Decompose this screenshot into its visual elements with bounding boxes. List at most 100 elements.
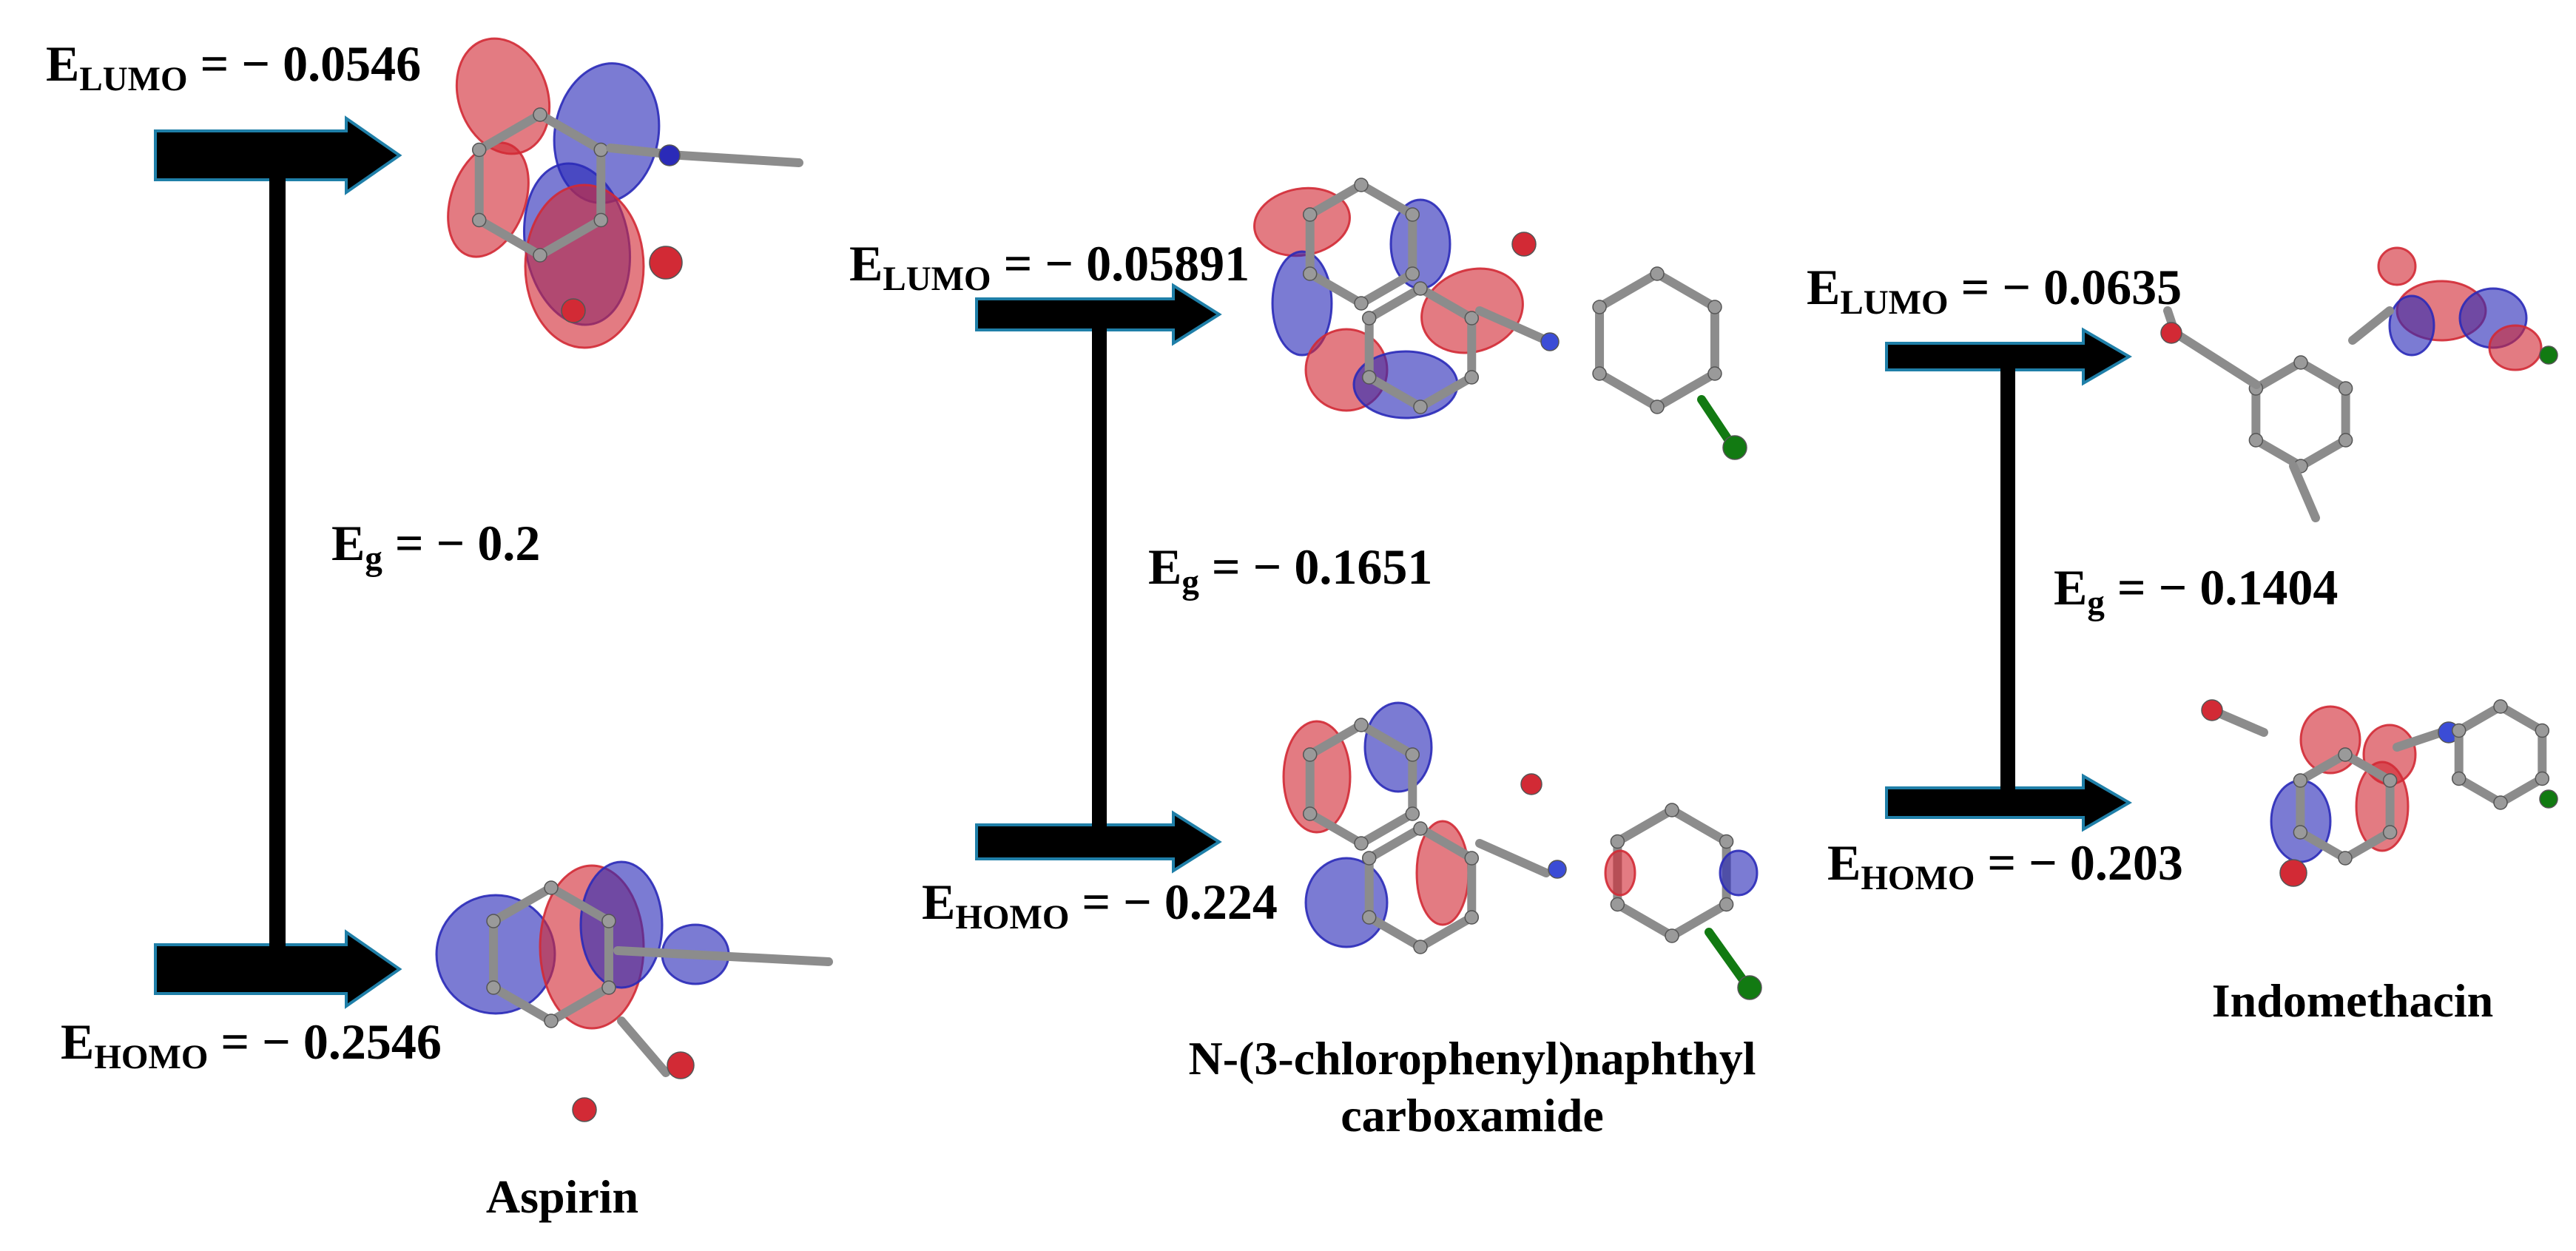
carboxamide-lumo-ring-a-atom	[1405, 207, 1420, 222]
carboxamide-gap-label: Eg = − 0.1651	[1148, 539, 1433, 602]
carboxamide-homo-ring-b-atom	[1413, 940, 1428, 954]
carboxamide-lumo-ring-a-bond	[1305, 181, 1366, 219]
indomethacin-homo-ring-a-atom	[2338, 747, 2353, 762]
carboxamide-homo-ring-c-atom	[1719, 834, 1734, 849]
aspirin-lumo-ring-atom	[533, 248, 547, 263]
carboxamide-lumo-ring-c-atom	[1707, 366, 1722, 381]
indomethacin-homo-ring-a-atom	[2293, 773, 2308, 788]
carboxamide-lumo-ring-a-atom	[1302, 266, 1318, 281]
indomethacin-lumo-ring-a-atom	[2293, 355, 2308, 370]
oxygen-atom	[1520, 773, 1542, 795]
aspirin-homo-label: EHOMO = − 0.2546	[61, 1014, 442, 1077]
amide-bond	[1475, 839, 1551, 877]
aspirin-lumo-ring-bond	[536, 110, 606, 155]
indomethacin-homo-ring-a-atom	[2382, 773, 2398, 788]
chlorine-bond	[1697, 395, 1736, 448]
carboxamide-homo-ring-b-atom	[1464, 851, 1480, 866]
carboxamide-lumo-ring-b-bond	[1364, 284, 1425, 323]
oxygen-atom	[572, 1097, 597, 1122]
carboxamide-lumo-ring-b-atom	[1464, 370, 1480, 385]
carboxamide-lumo-ring-a-atom	[1302, 207, 1318, 222]
substituent-bond	[613, 946, 833, 966]
carboxamide-lumo-ring-a-bond	[1357, 269, 1417, 308]
orbital-lobe-red	[1282, 720, 1352, 834]
indomethacin-lumo-orbital	[2160, 246, 2558, 522]
aspirin-gap-bar	[269, 159, 286, 962]
carboxamide-lumo-ring-c-atom	[1650, 399, 1665, 414]
aspirin-lumo-label: ELUMO = − 0.0546	[46, 36, 422, 99]
carboxamide-lumo-ring-c-atom	[1592, 300, 1607, 314]
aspirin-homo-ring-atom	[486, 914, 501, 928]
indomethacin-gap-bar	[2000, 363, 2015, 798]
aspirin-lumo-ring-atom	[593, 212, 609, 228]
carboxamide-lumo-arrow	[975, 283, 1222, 346]
indomethacin-homo-ring-a-atom	[2338, 851, 2353, 866]
carboxamide-lumo-ring-b-bond	[1416, 373, 1477, 411]
carboxamide-homo-ring-b-atom	[1361, 851, 1377, 866]
carboxamide-homo-ring-a-bond	[1357, 809, 1417, 848]
carboxamide-lumo-ring-b-bond	[1416, 284, 1477, 323]
chlorine-atom	[1737, 975, 1762, 1000]
chain-bond	[2393, 728, 2446, 752]
amide-bond	[1475, 306, 1551, 345]
orbital-lobe-red	[447, 141, 530, 258]
carboxamide-lumo-ring-c-bond	[1653, 369, 1719, 411]
carboxamide-homo-label: EHOMO = − 0.224	[922, 874, 1278, 937]
indomethacin-lumo-ring-a-bond	[2251, 358, 2305, 393]
nitrogen-atom	[1548, 860, 1567, 879]
carboxamide-homo-arrow	[975, 810, 1222, 874]
indomethacin-lumo-ring-a-bond	[2296, 358, 2350, 393]
carboxamide-name-line2: carboxamide	[1341, 1088, 1604, 1142]
carboxamide-homo-ring-c-bond	[1668, 806, 1731, 846]
indomethacin-homo-ring-a-bond	[2296, 828, 2350, 863]
carboxamide-homo-ring-a-bond	[1305, 721, 1366, 759]
carboxamide-lumo-ring-b-atom	[1464, 311, 1480, 326]
carboxamide-homo-ring-a-bond	[1305, 809, 1366, 848]
carboxamide-lumo-ring-a-atom	[1405, 266, 1420, 281]
indomethacin-homo-ring-a-atom	[2382, 825, 2398, 840]
carboxamide-lumo-ring-c-atom	[1707, 300, 1722, 314]
indomethacin-gap-label: Eg = − 0.1404	[2054, 559, 2339, 623]
indomethacin-homo-orbital	[2201, 699, 2558, 887]
indomethacin-name: Indomethacin	[2211, 974, 2494, 1027]
indomethacin-homo-ring-a-bond	[2341, 828, 2395, 863]
carboxamide-lumo-ring-b-atom	[1413, 281, 1428, 296]
aspirin-lumo-ring-bond	[536, 215, 606, 260]
carboxamide-lumo-ring-c-bond	[1653, 269, 1719, 311]
aspirin-homo-ring-atom	[601, 980, 616, 995]
indomethacin-homo-ring-a-atom	[2293, 825, 2308, 840]
orbital-lobe-red	[1420, 267, 1524, 354]
carboxamide-homo-ring-a-atom	[1405, 747, 1420, 762]
oxygen-atom	[561, 298, 586, 323]
carboxamide-homo-ring-c-atom	[1665, 928, 1679, 943]
aspirin-homo-ring-atom	[486, 980, 501, 995]
carboxamide-homo-ring-b-atom	[1361, 910, 1377, 925]
orbital-lobe-blue	[1719, 849, 1759, 897]
carboxamide-homo-ring-b-atom	[1464, 910, 1480, 925]
carboxamide-homo-ring-b-bond	[1364, 824, 1425, 863]
carboxamide-homo-ring-a-atom	[1302, 806, 1318, 821]
carboxamide-homo-ring-b-bond	[1364, 913, 1425, 951]
aspirin-lumo-ring-atom	[593, 142, 609, 158]
chlorine-atom	[1722, 435, 1747, 460]
carboxamide-lumo-ring-a-atom	[1354, 296, 1369, 311]
oxygen-atom	[649, 246, 683, 280]
carboxamide-homo-ring-b-bond	[1416, 913, 1477, 951]
carboxamide-lumo-orbital	[1253, 178, 1747, 460]
aspirin-homo-arrow	[154, 929, 402, 1009]
orbital-lobe-blue	[1304, 857, 1389, 948]
carboxamide-homo-ring-c-atom	[1610, 897, 1625, 912]
orbital-lobe-blue	[579, 860, 664, 989]
indomethacin-homo-ring-b-bond	[2496, 702, 2547, 735]
carboxamide-homo-ring-a-atom	[1302, 747, 1318, 762]
indomethacin-homo-ring-a-bond	[2296, 750, 2350, 785]
carboxamide-lumo-ring-c-atom	[1592, 366, 1607, 381]
carboxamide-homo-ring-c-atom	[1610, 834, 1625, 849]
carboxamide-lumo-ring-b-atom	[1361, 370, 1377, 385]
aspirin-homo-ring-bond	[489, 883, 556, 925]
aspirin-lumo-ring-atom	[533, 107, 547, 122]
indomethacin-homo-ring-b-bond	[2454, 702, 2505, 735]
aspirin-lumo-orbital	[447, 37, 803, 349]
